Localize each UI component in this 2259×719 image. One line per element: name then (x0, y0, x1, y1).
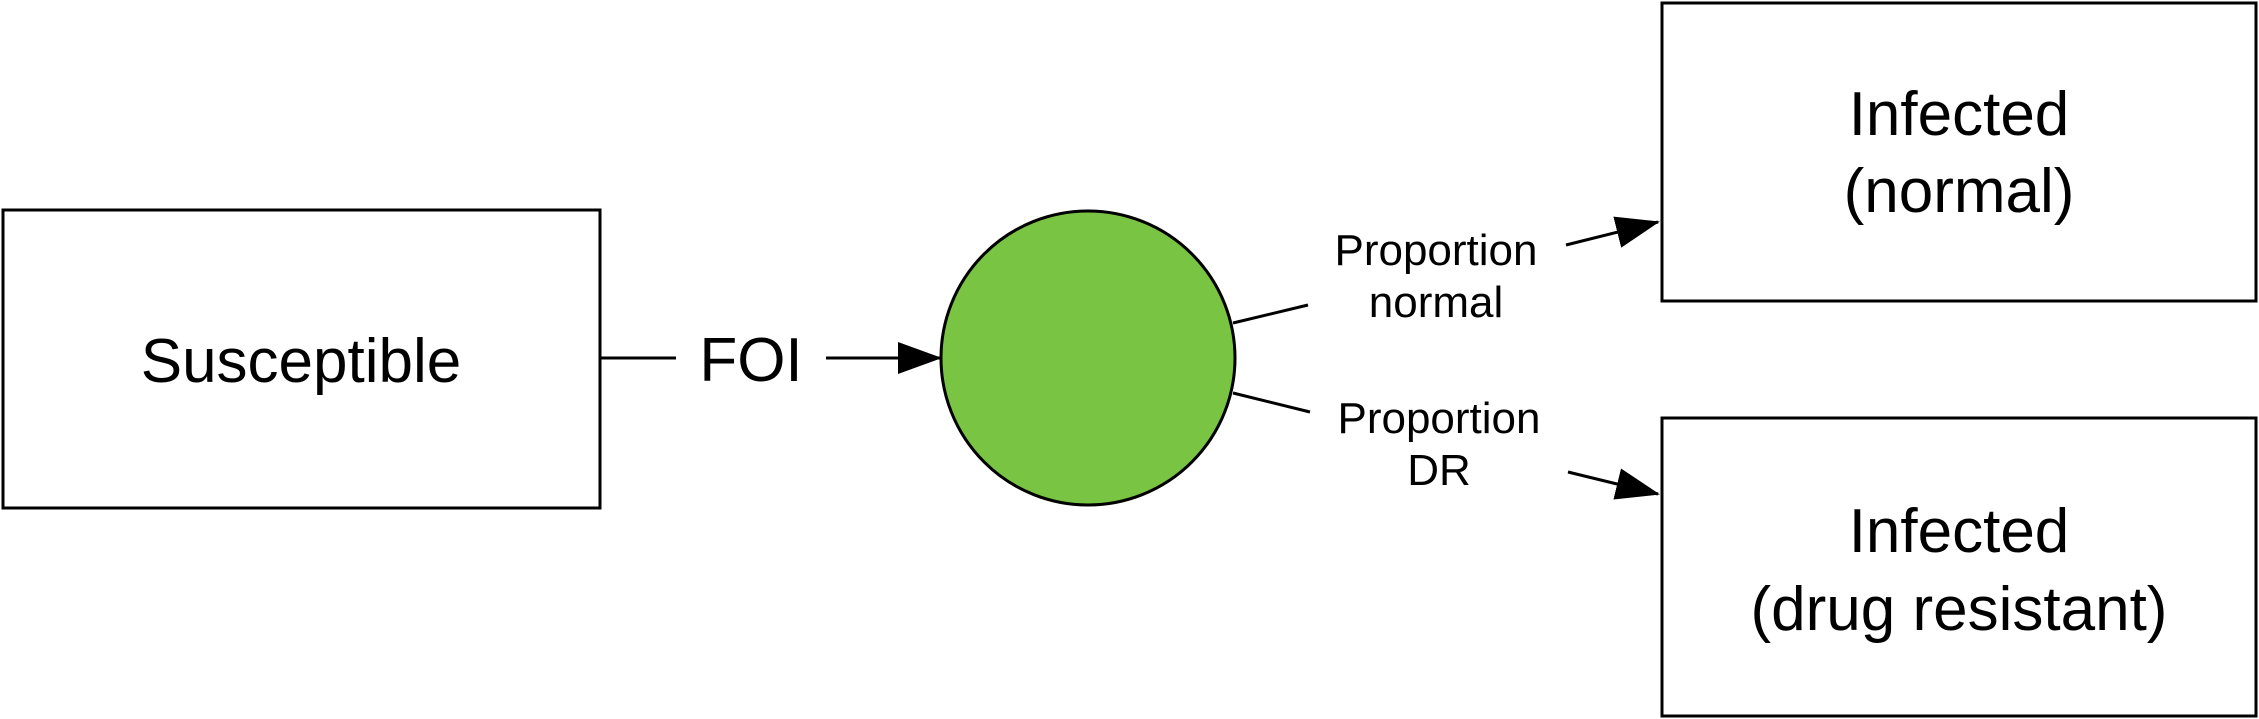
proportion-normal-label-line1: Proportion (1334, 226, 1537, 275)
infected-normal-label-line1: Infected (1849, 80, 2070, 149)
proportion-normal-label-line2: normal (1369, 278, 1504, 327)
dr-edge: Proportion DR (1232, 391, 1660, 500)
infected-dr-node[interactable]: Infected (drug resistant) (1660, 416, 2258, 718)
susceptible-node[interactable]: Susceptible (1, 208, 602, 510)
foi-label: FOI (699, 326, 802, 395)
proportion-dr-label-line2: DR (1407, 446, 1471, 495)
infected-normal-label-line2: (normal) (1844, 157, 2075, 226)
normal-edge: Proportion normal (1232, 216, 1660, 327)
junction-node[interactable] (939, 209, 1237, 507)
infected-normal-node[interactable]: Infected (normal) (1660, 1, 2258, 303)
susceptible-label: Susceptible (141, 327, 462, 396)
infected-dr-label-line2: (drug resistant) (1751, 575, 2168, 644)
foi-edge: FOI (600, 326, 942, 395)
proportion-dr-label-line1: Proportion (1337, 394, 1540, 443)
infected-dr-label-line1: Infected (1849, 497, 2070, 566)
